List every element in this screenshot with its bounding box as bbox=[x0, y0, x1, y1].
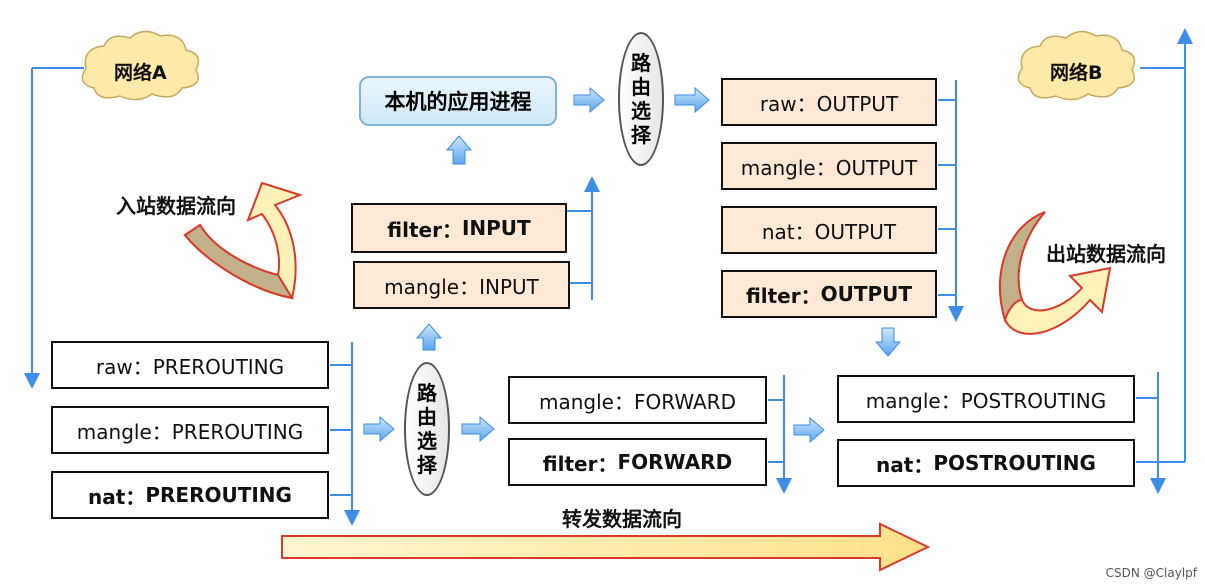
routing-char: 选 bbox=[417, 429, 437, 453]
mangle-postrouting-box: mangle：POSTROUTING bbox=[837, 375, 1135, 423]
routing-char: 由 bbox=[417, 405, 437, 429]
routing-decision-top: 路 由 选 择 bbox=[618, 32, 664, 166]
chain-name: FORWARD bbox=[617, 450, 733, 474]
filter-output-box: filter：OUTPUT bbox=[721, 270, 937, 318]
routing-char: 路 bbox=[631, 51, 651, 75]
block-arrow-app-to-route bbox=[573, 86, 605, 114]
nat-postrouting-box: nat：POSTROUTING bbox=[837, 439, 1135, 487]
mangle-forward-box: mangle：FORWARD bbox=[508, 376, 767, 424]
cloud-b-label: 网络B bbox=[1050, 62, 1103, 84]
inbound-flow-label: 入站数据流向 bbox=[116, 194, 236, 218]
forward-flow-arrow bbox=[281, 522, 931, 572]
raw-output-box: raw：OUTPUT bbox=[721, 78, 937, 126]
mangle-output-box: mangle：OUTPUT bbox=[721, 142, 937, 190]
cloud-b-icon bbox=[1017, 30, 1136, 101]
mangle-input-box: mangle：INPUT bbox=[353, 261, 570, 309]
block-arrow-route-to-input bbox=[415, 323, 443, 351]
routing-char: 路 bbox=[417, 381, 437, 405]
cloud-a-icon bbox=[81, 30, 200, 101]
nat-prerouting-box: nat：PREROUTING bbox=[51, 471, 329, 519]
table-name: filter： bbox=[745, 283, 821, 308]
chain-name: POSTROUTING bbox=[933, 451, 1096, 475]
table-name: nat： bbox=[876, 452, 934, 477]
block-arrow-input-to-app bbox=[445, 135, 473, 165]
chain-name: OUTPUT bbox=[820, 282, 913, 306]
outbound-flow-label: 出站数据流向 bbox=[1046, 242, 1166, 266]
filter-forward-box: filter：FORWARD bbox=[508, 438, 767, 486]
routing-char: 择 bbox=[417, 453, 437, 477]
postrouting-bracket bbox=[1136, 28, 1193, 494]
app-process-box: 本机的应用进程 bbox=[359, 76, 557, 126]
inbound-entry-line bbox=[24, 67, 84, 389]
block-arrow-prerouting-to-route bbox=[363, 415, 395, 443]
block-arrow-output-to-postrouting bbox=[874, 327, 902, 357]
table-name: nat： bbox=[88, 484, 146, 509]
forward-flow-label: 转发数据流向 bbox=[562, 507, 682, 531]
mangle-prerouting-box: mangle：PREROUTING bbox=[51, 406, 329, 454]
chain-name: INPUT bbox=[461, 216, 531, 240]
block-arrow-forward-to-postrouting bbox=[793, 416, 825, 444]
routing-decision-bottom: 路 由 选 择 bbox=[404, 362, 450, 496]
forward-bracket bbox=[768, 375, 792, 494]
watermark: CSDN @Claylpf bbox=[1105, 566, 1197, 580]
routing-char: 由 bbox=[631, 75, 651, 99]
inbound-flow-arrow bbox=[183, 181, 303, 300]
table-name: filter： bbox=[542, 451, 618, 476]
outbound-flow-arrow bbox=[999, 211, 1112, 335]
output-bracket bbox=[938, 80, 964, 322]
chain-name: PREROUTING bbox=[145, 483, 292, 507]
routing-char: 选 bbox=[631, 99, 651, 123]
block-arrow-route-to-forward bbox=[461, 415, 495, 443]
filter-input-box: filter：INPUT bbox=[351, 203, 567, 253]
routing-char: 择 bbox=[631, 123, 651, 147]
block-arrows bbox=[363, 86, 902, 444]
block-arrow-route-to-output bbox=[674, 86, 710, 114]
nat-output-box: nat：OUTPUT bbox=[721, 206, 937, 254]
input-bracket bbox=[567, 176, 600, 300]
raw-prerouting-box: raw：PREROUTING bbox=[51, 341, 329, 389]
prerouting-bracket bbox=[330, 342, 360, 526]
table-name: filter： bbox=[387, 217, 462, 242]
cloud-a-label: 网络A bbox=[114, 62, 167, 84]
